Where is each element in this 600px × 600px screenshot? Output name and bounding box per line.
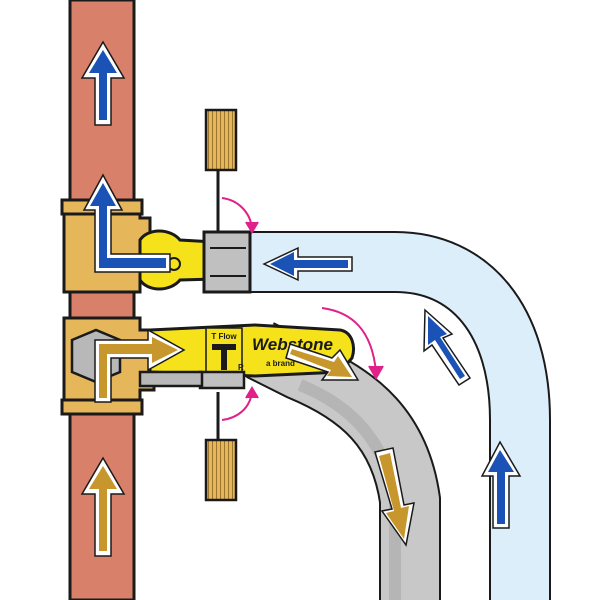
- curved-arrow-icon-bottom: [221, 386, 259, 421]
- tee-flow-arrow-icon: [82, 173, 171, 273]
- upper-hex-fitting: [202, 230, 252, 294]
- gray-supply-hose-fill: [247, 324, 439, 600]
- lower-stem: [138, 370, 204, 388]
- arrow-flow-icon-hose: [285, 343, 360, 381]
- knurled-cap-bottom: [204, 438, 238, 502]
- handle-sub-label: a brand: [266, 359, 295, 368]
- hose-up-arrow-icon-lower: [480, 440, 522, 529]
- knurled-cap-top: [204, 108, 238, 172]
- arrow-flow-icon-inlet: [80, 456, 126, 557]
- tflow-t-icon: [212, 344, 236, 370]
- hose-up-arrow-icon: [423, 308, 472, 387]
- lower-hex-fitting: [198, 370, 246, 390]
- arrow-flow-icon-down: [374, 447, 415, 547]
- return-flow-arrow-icon: [262, 246, 353, 282]
- tflow-top-label: T Flow: [211, 332, 237, 341]
- tflow-r-label: R: [238, 363, 244, 372]
- cold-return-hose-fill: [248, 233, 549, 600]
- arrow-up-icon: [80, 40, 126, 126]
- arrow-flow-icon-valve: [94, 328, 186, 403]
- curved-arrow-icon-right: [321, 307, 384, 380]
- curved-arrow-icon-top: [221, 197, 259, 234]
